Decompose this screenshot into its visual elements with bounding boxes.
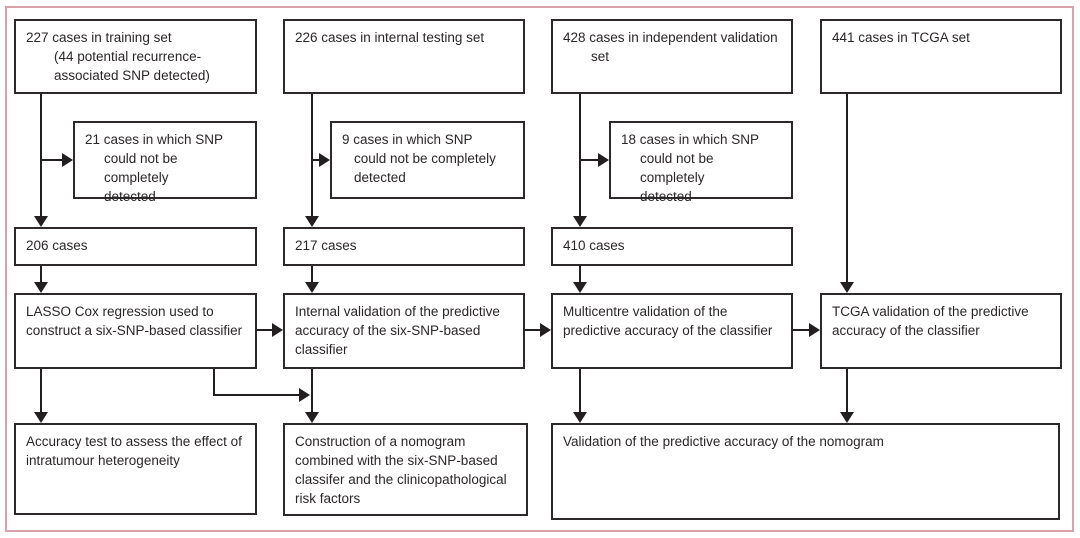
arrow-down-icon <box>573 282 587 293</box>
arrow-down-icon <box>840 282 854 293</box>
connector-testing-to-snp-line <box>312 159 320 161</box>
arrow-down-icon <box>305 282 319 293</box>
flow-box-accuracy-test-label: Accuracy test to assess the effect of in… <box>26 434 242 468</box>
connector-tcga-to-validation-line <box>846 94 848 283</box>
flow-box-multicentre-validation-label: Multicentre validation of the predictive… <box>563 304 773 338</box>
connector-lasso-elbow-horizontal-line <box>213 394 300 396</box>
arrow-down-icon <box>305 216 319 227</box>
flow-box-cases-training: 206 cases <box>14 227 257 266</box>
connector-internal-to-multicentre-line <box>525 329 540 331</box>
connector-cases-to-internal-line <box>311 266 313 283</box>
flow-box-internal-validation-label: Internal validation of the predictive ac… <box>295 304 500 357</box>
flow-box-independent-validation-set-label: 428 cases in independent validation set <box>563 30 778 64</box>
arrow-down-icon <box>573 412 587 423</box>
flow-box-snp-excluded-training: 21 cases in which SNP could not be compl… <box>73 121 257 204</box>
arrow-right-icon <box>272 323 283 337</box>
arrow-down-icon <box>573 216 587 227</box>
arrow-right-icon <box>598 153 609 167</box>
arrow-right-icon <box>299 388 310 402</box>
connector-internal-to-nomogram-line <box>311 369 313 413</box>
connector-training-to-snp-line <box>41 159 64 161</box>
flow-box-training-set: 227 cases in training set (44 potential … <box>14 19 257 94</box>
flow-box-lasso-classifier: LASSO Cox regression used to construct a… <box>14 293 257 369</box>
flow-box-accuracy-test: Accuracy test to assess the effect of in… <box>14 423 257 515</box>
arrow-down-icon <box>305 412 319 423</box>
arrow-right-icon <box>540 323 551 337</box>
flow-box-tcga-validation-label: TCGA validation of the predictive accura… <box>832 304 1029 338</box>
flow-box-nomogram-validation-label: Validation of the predictive accuracy of… <box>563 434 884 449</box>
flow-box-snp-excluded-validation: 18 cases in which SNP could not be compl… <box>609 121 793 204</box>
connector-lasso-to-accuracy-line <box>40 369 42 413</box>
connector-tcgavalidation-to-nomogram-line <box>846 369 848 413</box>
connector-multicentre-to-nomogram-line <box>579 369 581 413</box>
flow-box-tcga-set: 441 cases in TCGA set <box>820 19 1062 94</box>
flow-box-multicentre-validation: Multicentre validation of the predictive… <box>551 293 793 369</box>
flow-box-internal-testing-set: 226 cases in internal testing set <box>283 19 525 94</box>
arrow-down-icon <box>34 216 48 227</box>
flow-box-nomogram-construction: Construction of a nomogram combined with… <box>283 423 528 516</box>
flow-box-tcga-set-label: 441 cases in TCGA set <box>832 30 970 45</box>
flow-box-tcga-validation: TCGA validation of the predictive accura… <box>820 293 1062 369</box>
flow-box-lasso-classifier-label: LASSO Cox regression used to construct a… <box>26 304 243 338</box>
connector-validation-to-cases-line <box>579 94 581 217</box>
flow-box-nomogram-validation: Validation of the predictive accuracy of… <box>551 423 1060 520</box>
connector-testing-to-cases-line <box>311 94 313 217</box>
connector-lasso-to-internal-line <box>257 329 272 331</box>
arrow-right-icon <box>319 153 330 167</box>
flow-box-cases-validation: 410 cases <box>551 227 793 266</box>
flow-box-training-set-label: 227 cases in training set (44 potential … <box>26 30 210 83</box>
connector-cases-to-multicentre-line <box>579 266 581 283</box>
arrow-down-icon <box>34 412 48 423</box>
connector-cases-to-lasso-line <box>40 266 42 283</box>
flow-box-snp-excluded-training-label: 21 cases in which SNP could not be compl… <box>85 132 224 204</box>
flow-box-cases-training-label: 206 cases <box>26 238 88 253</box>
flow-box-cases-validation-label: 410 cases <box>563 238 625 253</box>
flow-box-independent-validation-set: 428 cases in independent validation set <box>551 19 793 94</box>
flow-box-internal-validation: Internal validation of the predictive ac… <box>283 293 525 369</box>
arrow-right-icon <box>809 323 820 337</box>
arrow-down-icon <box>34 282 48 293</box>
connector-lasso-elbow-vertical-line <box>213 369 215 396</box>
connector-multicentre-to-tcgavalidation-line <box>793 329 809 331</box>
connector-validation-to-snp-line <box>580 159 598 161</box>
flow-box-cases-testing: 217 cases <box>283 227 525 266</box>
arrow-down-icon <box>840 412 854 423</box>
flow-box-snp-excluded-validation-label: 18 cases in which SNP could not be compl… <box>621 132 760 204</box>
flow-box-snp-excluded-testing: 9 cases in which SNP could not be comple… <box>330 121 525 199</box>
connector-training-to-cases-line <box>40 94 42 217</box>
flow-box-snp-excluded-testing-label: 9 cases in which SNP could not be comple… <box>342 132 496 185</box>
flow-box-internal-testing-set-label: 226 cases in internal testing set <box>295 30 485 45</box>
flow-box-cases-testing-label: 217 cases <box>295 238 357 253</box>
flow-box-nomogram-construction-label: Construction of a nomogram combined with… <box>295 434 507 506</box>
arrow-right-icon <box>62 153 73 167</box>
